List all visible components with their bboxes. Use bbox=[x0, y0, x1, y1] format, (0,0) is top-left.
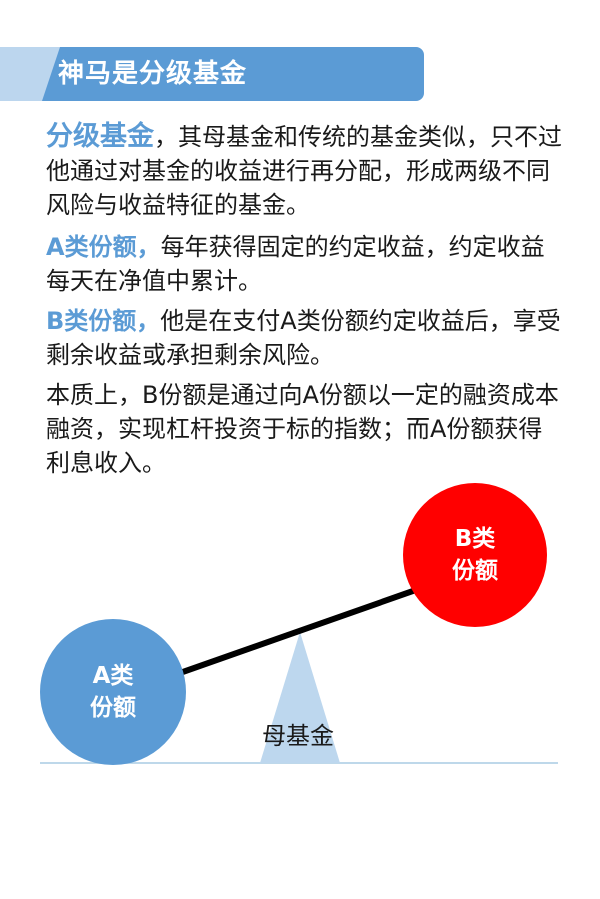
a-share-circle bbox=[40, 619, 186, 765]
fulcrum-triangle bbox=[260, 632, 340, 763]
paragraph-text: 每年获得固定的约定收益，约定收益每天在净值中累计。 bbox=[46, 233, 545, 295]
lever-beam bbox=[159, 582, 431, 683]
term-highlight: B类份额， bbox=[46, 307, 161, 335]
b-share-circle bbox=[403, 483, 547, 627]
paragraph-text: ，其母基金和传统的基金类似，只不过他通过对基金的收益进行再分配，形成两级不同风险… bbox=[46, 123, 562, 219]
paragraph-a-share: A类份额，每年获得固定的约定收益，约定收益每天在净值中累计。 bbox=[46, 230, 566, 298]
seesaw-diagram: A类 份额 B类 份额 母基金 bbox=[0, 470, 600, 780]
paragraph-essence: 本质上，B份额是通过向A份额以一定的融资成本融资，实现杠杆投资于标的指数；而A份… bbox=[46, 378, 566, 480]
b-share-label: B类 份额 bbox=[452, 526, 498, 584]
title-banner bbox=[42, 47, 424, 101]
a-share-label: A类 份额 bbox=[90, 663, 136, 721]
term-highlight: A类份额， bbox=[46, 233, 161, 261]
term-highlight: 分级基金 bbox=[46, 121, 154, 152]
paragraph-definition: 分级基金，其母基金和传统的基金类似，只不过他通过对基金的收益进行再分配，形成两级… bbox=[46, 120, 566, 222]
page-title: 神马是分级基金 bbox=[58, 59, 248, 89]
seesaw-graphic bbox=[40, 483, 558, 765]
paragraph-text: 本质上，B份额是通过向A份额以一定的融资成本融资，实现杠杆投资于标的指数；而A份… bbox=[46, 381, 559, 477]
paragraph-text: 他是在支付A类份额约定收益后，享受剩余收益或承担剩余风险。 bbox=[46, 307, 561, 369]
parent-fund-label: 母基金 bbox=[262, 722, 334, 750]
paragraph-b-share: B类份额，他是在支付A类份额约定收益后，享受剩余收益或承担剩余风险。 bbox=[46, 304, 566, 372]
